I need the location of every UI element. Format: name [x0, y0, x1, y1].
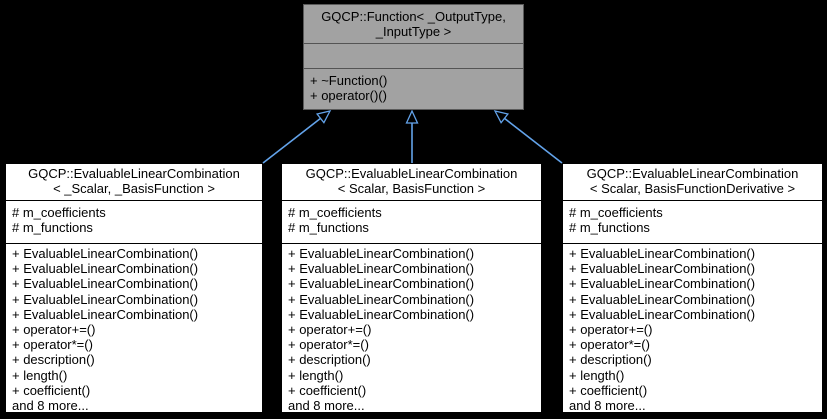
method-item: + length()	[288, 367, 344, 383]
method-item: + EvaluableLinearCombination()	[288, 246, 475, 261]
class-title: GQCP::Function< _OutputType,_InputType >	[304, 5, 523, 44]
method-item: + operator*=()	[12, 337, 93, 353]
attribute-item: # m_functions	[288, 220, 369, 236]
class-node-evaluablelinearcombination-basisfunctionderivative[interactable]: GQCP::EvaluableLinearCombination< Scalar…	[562, 163, 823, 413]
method-item: + coefficient()	[288, 382, 367, 398]
class-title-line: < Scalar, BasisFunction >	[337, 181, 486, 197]
edge-inheritance-middle	[405, 109, 419, 163]
method-item: and 8 more...	[569, 398, 646, 412]
method-item: + EvaluableLinearCombination()	[12, 246, 199, 261]
method-item: + EvaluableLinearCombination()	[569, 306, 756, 322]
class-title-line: GQCP::EvaluableLinearCombination	[305, 166, 518, 181]
class-title-line: _InputType >	[375, 24, 452, 40]
edge-inheritance-left	[262, 110, 332, 164]
method-item: + description()	[12, 352, 95, 368]
class-node-evaluablelinearcombination-basisfunction[interactable]: GQCP::EvaluableLinearCombination< Scalar…	[281, 163, 542, 413]
method-item: + EvaluableLinearCombination()	[12, 261, 199, 277]
class-attributes: # m_coefficients# m_functions	[563, 201, 822, 244]
class-attributes: # m_coefficients# m_functions	[6, 201, 262, 244]
class-title-line: < _Scalar, _BasisFunction >	[53, 181, 215, 197]
class-title: GQCP::EvaluableLinearCombination< _Scala…	[6, 164, 262, 201]
method-item: + EvaluableLinearCombination()	[12, 291, 199, 307]
method-item: + EvaluableLinearCombination()	[569, 246, 756, 261]
class-title-line: < Scalar, BasisFunctionDerivative >	[589, 181, 796, 197]
class-node-evaluablelinearcombination-template[interactable]: GQCP::EvaluableLinearCombination< _Scala…	[5, 163, 263, 413]
attribute-item: # m_coefficients	[569, 205, 663, 220]
attribute-item: # m_functions	[12, 220, 93, 236]
method-item: + EvaluableLinearCombination()	[288, 306, 475, 322]
edge-inheritance-right	[493, 110, 563, 164]
attribute-item: # m_functions	[569, 220, 650, 236]
method-item: + operator*=()	[569, 337, 650, 353]
method-item: + length()	[569, 367, 625, 383]
hollow-arrowhead-icon	[405, 109, 419, 124]
method-item: + operator+=()	[569, 322, 653, 338]
attribute-item: # m_coefficients	[12, 205, 106, 220]
method-item: + operator()()	[310, 88, 387, 104]
method-item: and 8 more...	[288, 398, 365, 412]
method-item: + EvaluableLinearCombination()	[288, 276, 475, 292]
class-title-line: GQCP::EvaluableLinearCombination	[28, 166, 240, 181]
attribute-item: # m_coefficients	[288, 205, 382, 220]
method-item: + operator*=()	[288, 337, 369, 353]
class-title: GQCP::EvaluableLinearCombination< Scalar…	[282, 164, 541, 201]
class-node-gqcp-function[interactable]: GQCP::Function< _OutputType,_InputType >…	[303, 4, 524, 110]
class-title: GQCP::EvaluableLinearCombination< Scalar…	[563, 164, 822, 201]
class-methods: + EvaluableLinearCombination()+ Evaluabl…	[6, 244, 262, 412]
method-item: + EvaluableLinearCombination()	[12, 276, 199, 292]
class-attributes	[304, 44, 523, 69]
method-item: + operator+=()	[12, 322, 96, 338]
method-item: + EvaluableLinearCombination()	[288, 261, 475, 277]
method-item: + description()	[288, 352, 371, 368]
method-item: + length()	[12, 367, 68, 383]
method-item: + EvaluableLinearCombination()	[569, 261, 756, 277]
class-title-line: GQCP::Function< _OutputType,	[321, 9, 506, 24]
class-methods: + EvaluableLinearCombination()+ Evaluabl…	[282, 244, 541, 412]
method-item: + EvaluableLinearCombination()	[288, 291, 475, 307]
hollow-arrowhead-icon	[315, 110, 332, 124]
class-attributes: # m_coefficients# m_functions	[282, 201, 541, 244]
hollow-arrowhead-icon	[493, 110, 510, 124]
method-item: + EvaluableLinearCombination()	[569, 291, 756, 307]
method-item: + coefficient()	[569, 382, 648, 398]
method-item: + EvaluableLinearCombination()	[569, 276, 756, 292]
class-title-line: GQCP::EvaluableLinearCombination	[586, 166, 799, 181]
method-item: + description()	[569, 352, 652, 368]
method-item: and 8 more...	[12, 398, 89, 412]
method-item: + coefficient()	[12, 382, 91, 398]
class-methods: + EvaluableLinearCombination()+ Evaluabl…	[563, 244, 822, 412]
method-item: + operator+=()	[288, 322, 372, 338]
method-item: + EvaluableLinearCombination()	[12, 306, 199, 322]
class-methods: + ~Function()+ operator()()	[304, 69, 523, 109]
method-item: + ~Function()	[310, 73, 388, 88]
